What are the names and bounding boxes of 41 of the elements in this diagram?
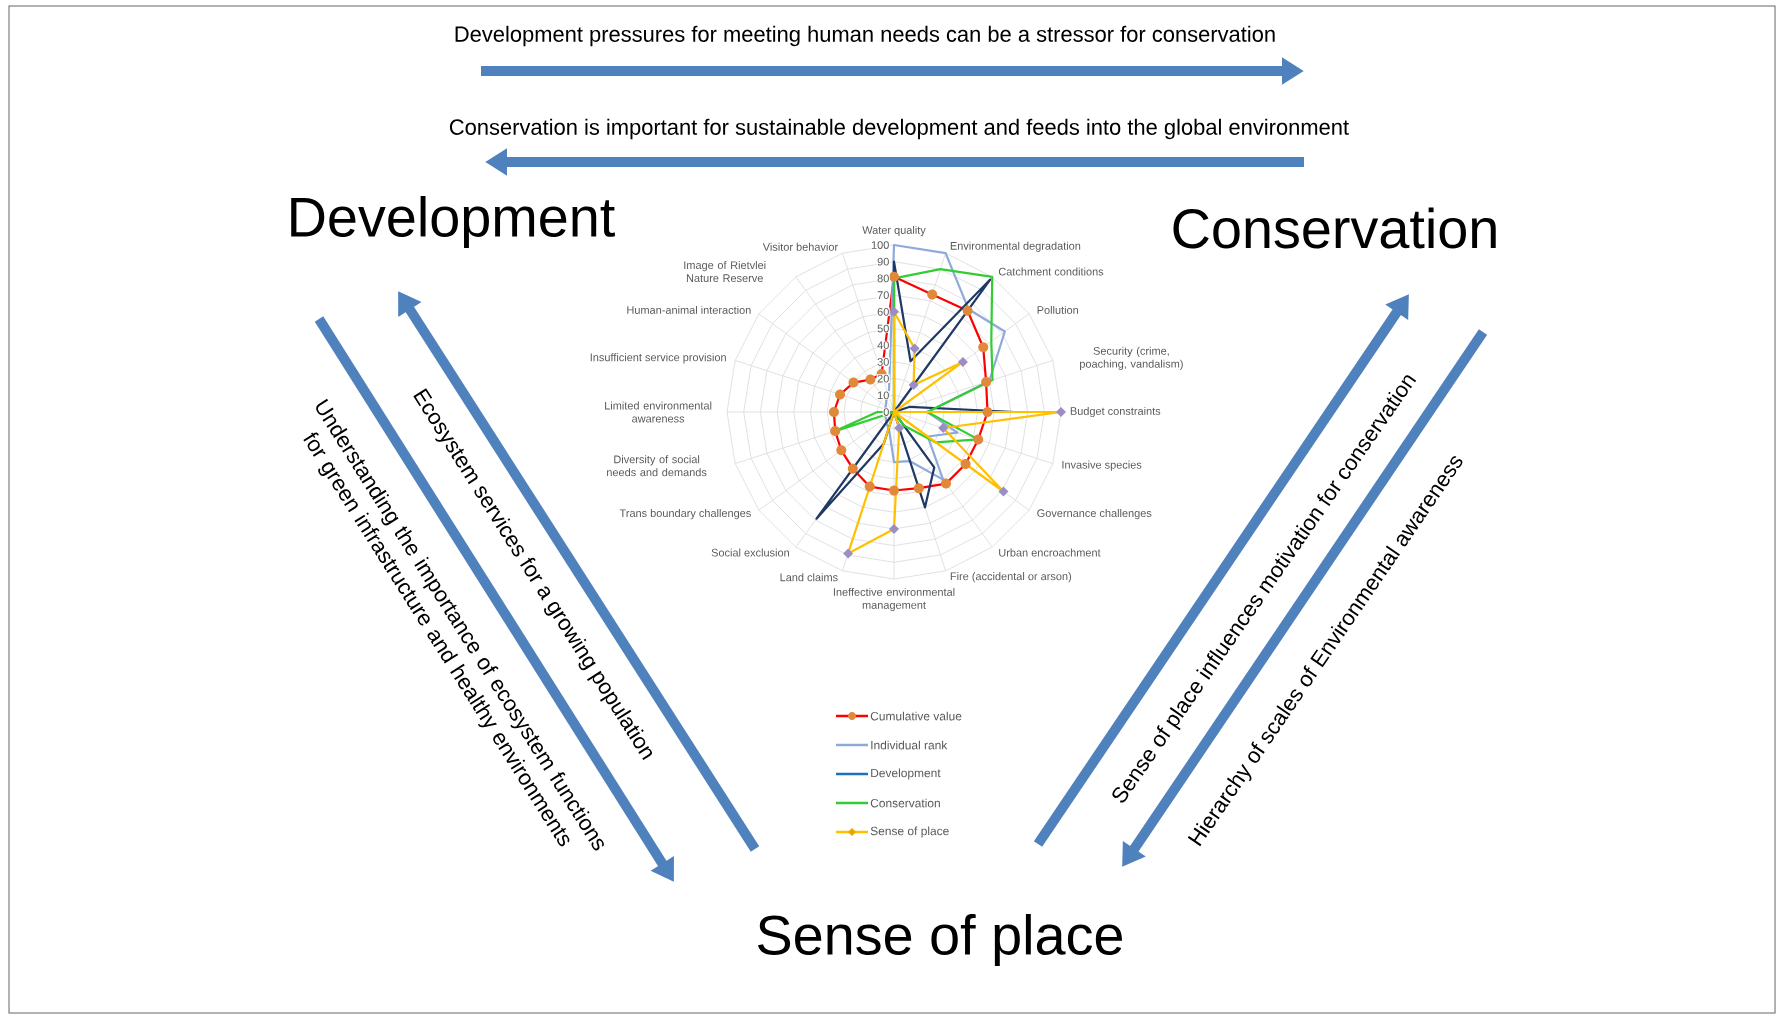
- tick-label: 70: [876, 290, 890, 300]
- axis-label: Urban encroachment: [999, 548, 1101, 557]
- axis-label: Image of Rietvlei Nature Reserve: [684, 261, 766, 282]
- axis-label: Water quality: [862, 225, 926, 237]
- axis-label: Human-animal interaction: [627, 305, 751, 314]
- tick-label: 80: [876, 274, 890, 283]
- axis-label: Governance challenges: [1037, 509, 1152, 520]
- heading-label: Sense of place: [758, 914, 1122, 966]
- axis-label: Visitor behavior: [762, 242, 838, 251]
- edge-label: Development pressures for meeting human needs can be a stressor for conservation: [455, 25, 1275, 47]
- axis-label: Budget constraints: [1070, 406, 1161, 418]
- tick-label: 10: [876, 390, 890, 400]
- axis-label: Social exclusion: [711, 548, 789, 557]
- tick-label: 60: [876, 307, 890, 317]
- edge-label: Conservation is important for sustainable development and feeds into the global environment: [449, 118, 1349, 140]
- axis-label: Diversity of social needs and demands: [607, 455, 707, 477]
- legend-entry: Conservation: [836, 798, 940, 808]
- legend-entry: Individual rank: [836, 740, 948, 750]
- legend-entry: Cumulative value: [836, 711, 962, 721]
- axis-label: Trans boundary challenges: [619, 509, 751, 520]
- axis-label: Catchment conditions: [998, 267, 1104, 276]
- legend-entry: Sense of place: [836, 826, 949, 838]
- axis-label: Fire (accidental or arson): [950, 572, 1071, 583]
- axis-label: Land claims: [780, 573, 838, 582]
- axis-label: Security (crime, poaching, vandalism): [1080, 346, 1183, 370]
- axis-label: Environmental degradation: [950, 241, 1081, 252]
- tick-label: 30: [876, 357, 890, 367]
- tick-label: 20: [876, 374, 890, 383]
- axis-label: Invasive species: [1062, 460, 1142, 471]
- tick-label: 100: [870, 240, 890, 250]
- axis-label: Limited environmental awareness: [605, 401, 712, 423]
- tick-label: 0: [882, 407, 890, 417]
- tick-label: 90: [876, 257, 890, 267]
- heading-label: Conservation: [1173, 207, 1496, 249]
- axis-label: Pollution: [1037, 305, 1078, 314]
- tick-label: 40: [876, 340, 890, 350]
- heading-label: Development: [291, 196, 615, 248]
- tick-label: 50: [876, 324, 890, 333]
- axis-label: Ineffective environmental management: [833, 587, 955, 612]
- axis-label: Insufficient service provision: [590, 353, 726, 364]
- legend-entry: Development: [836, 768, 941, 780]
